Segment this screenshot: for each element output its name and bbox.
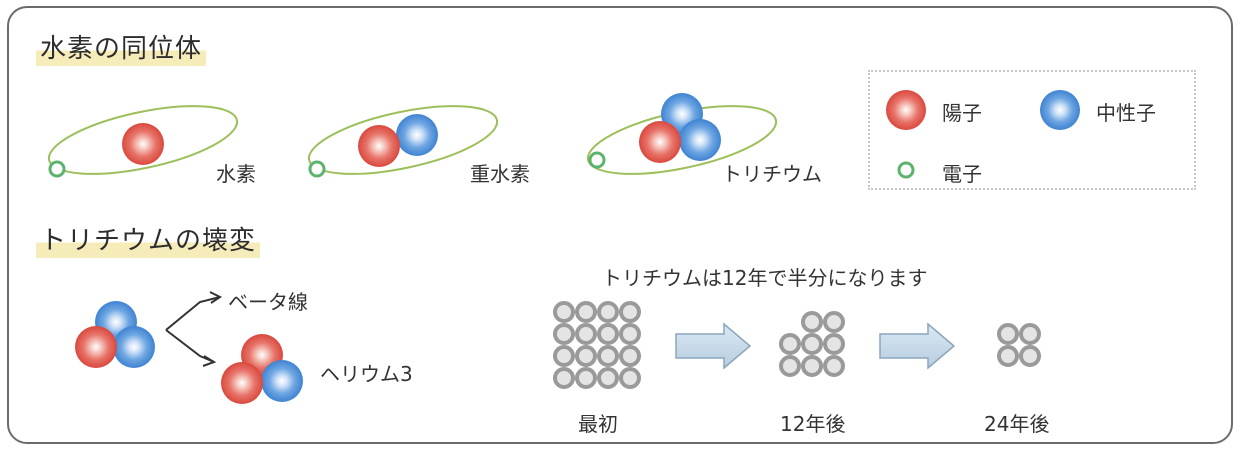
atom-circle — [801, 333, 823, 355]
electron-particle — [48, 160, 66, 178]
electron-particle — [588, 151, 606, 169]
legend-proton-icon — [886, 90, 926, 130]
atom-circle — [619, 367, 641, 389]
legend-electron-label: 電子 — [942, 162, 982, 186]
tritium-label: トリチウム — [722, 162, 822, 186]
orbit-ring — [47, 105, 239, 175]
atom-circle — [597, 345, 619, 367]
proton-particle — [75, 326, 117, 368]
decay-heading: トリチウムの壊変 — [36, 224, 261, 258]
atom-circle — [823, 333, 845, 355]
beta-ray-label: ベータ線 — [228, 290, 308, 314]
atom-circle — [575, 345, 597, 367]
atom-grid-24-years — [997, 323, 1041, 367]
atom-circle — [575, 367, 597, 389]
halflife-caption: トリチウムは12年で半分になります — [602, 266, 928, 290]
atom-circle — [597, 301, 619, 323]
neutron-particle — [261, 360, 303, 402]
hydrogen-atom — [47, 105, 239, 178]
proton-particle — [358, 125, 400, 167]
atom-circle — [997, 345, 1019, 367]
atom-circle — [575, 301, 597, 323]
deuterium-label: 重水素 — [470, 162, 530, 186]
atom-grid-12-years — [779, 311, 845, 377]
legend-neutron-icon — [1040, 90, 1080, 130]
legend-electron-icon — [897, 161, 915, 179]
atom-circle — [597, 367, 619, 389]
neutron-particle — [679, 119, 721, 161]
legend-box — [868, 70, 1196, 190]
decay-branch-arrows — [165, 291, 222, 367]
helium3-label: ヘリウム3 — [320, 362, 413, 386]
atom-circle — [801, 311, 823, 333]
helium3-nucleus — [221, 334, 303, 404]
stage-24-years-label: 24年後 — [984, 412, 1050, 436]
decay-tritium-nucleus — [75, 301, 155, 368]
orbit-ring — [307, 105, 499, 175]
atom-circle — [823, 311, 845, 333]
atom-circle — [1019, 345, 1041, 367]
atom-circle — [619, 345, 641, 367]
atom-circle — [801, 355, 823, 377]
legend-neutron-label: 中性子 — [1096, 101, 1156, 125]
atom-circle — [575, 323, 597, 345]
atom-circle — [823, 355, 845, 377]
electron-particle — [308, 160, 326, 178]
halflife-arrow-1 — [675, 322, 752, 370]
deuterium-atom — [307, 105, 499, 178]
atom-grid-initial — [553, 301, 641, 389]
atom-circle — [553, 301, 575, 323]
neutron-particle — [396, 114, 438, 156]
atom-circle — [779, 355, 801, 377]
atom-circle — [779, 333, 801, 355]
stage-initial-label: 最初 — [578, 412, 618, 436]
halflife-arrow-2 — [879, 322, 956, 370]
tritium-atom — [586, 93, 778, 175]
atom-circle — [597, 323, 619, 345]
atom-circle — [1019, 323, 1041, 345]
stage-12-years-label: 12年後 — [780, 412, 846, 436]
atom-circle — [997, 323, 1019, 345]
proton-particle — [221, 362, 263, 404]
proton-particle — [639, 121, 681, 163]
hydrogen-label: 水素 — [216, 162, 256, 186]
proton-particle — [122, 123, 164, 165]
isotopes-heading: 水素の同位体 — [36, 32, 207, 66]
atom-circle — [619, 323, 641, 345]
atom-circle — [553, 367, 575, 389]
legend-proton-label: 陽子 — [942, 101, 982, 125]
atom-circle — [619, 301, 641, 323]
neutron-particle — [113, 326, 155, 368]
atom-circle — [553, 345, 575, 367]
atom-circle — [553, 323, 575, 345]
